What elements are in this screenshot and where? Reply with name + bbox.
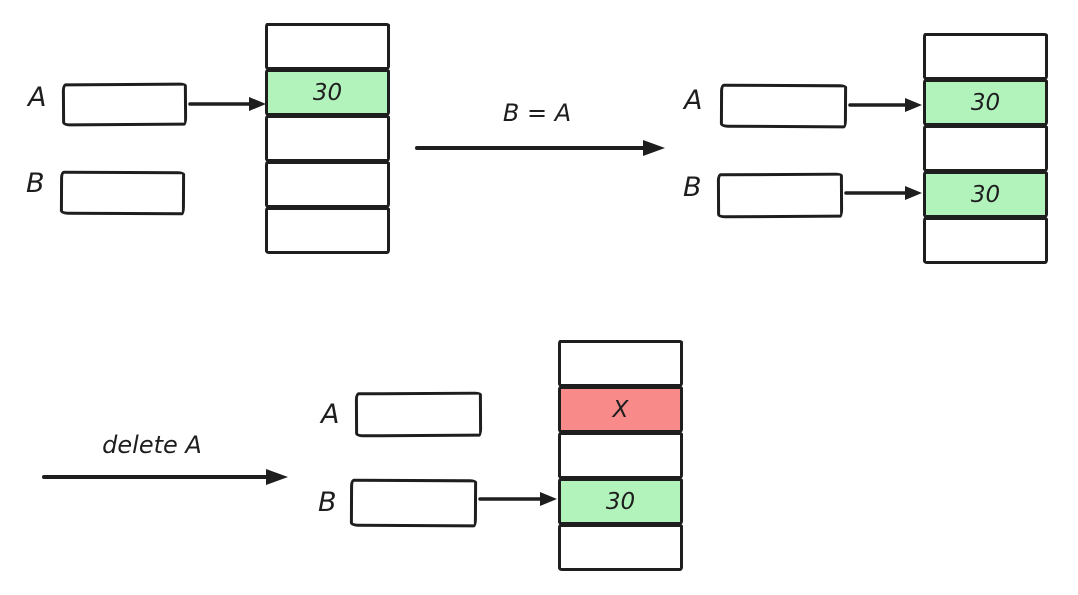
memory-cell [265, 23, 390, 70]
var-label-b: B [683, 172, 702, 203]
memory-cell-value: 30 [312, 79, 343, 106]
memory-stack: 30 [265, 23, 390, 254]
var-box-b [59, 170, 186, 216]
memory-cell [923, 33, 1048, 80]
transition-label-b-equals-a: B = A [502, 99, 572, 127]
pointer-arrow-a [848, 98, 922, 112]
transition-arrow-b-equals-a [415, 140, 665, 156]
memory-cell [558, 340, 683, 387]
memory-cell-value: 30 [970, 181, 1001, 208]
var-label-a: A [684, 85, 703, 116]
memory-cell: 30 [923, 79, 1048, 126]
memory-cell-value: 30 [970, 89, 1001, 116]
memory-stack: 30 30 [923, 33, 1048, 264]
var-box-b [349, 478, 478, 528]
memory-cell: X [558, 386, 683, 433]
memory-cell-value: X [612, 396, 629, 423]
memory-cell [923, 217, 1048, 264]
memory-cell [265, 115, 390, 162]
var-label-b: B [26, 168, 45, 199]
memory-stack: X 30 [558, 340, 683, 571]
memory-cell: 30 [558, 478, 683, 525]
var-box-b [716, 172, 844, 219]
memory-cell [923, 125, 1048, 172]
var-label-a: A [28, 82, 47, 113]
memory-cell [558, 432, 683, 479]
var-box-a [354, 391, 483, 438]
transition-arrow-delete-a [42, 469, 288, 485]
var-box-a [61, 82, 188, 127]
pointer-arrow-b [844, 186, 922, 200]
transition-label-delete-a: delete A [102, 431, 202, 459]
memory-cell-value: 30 [605, 488, 636, 515]
var-label-a: A [321, 399, 340, 430]
memory-cell [558, 524, 683, 571]
var-label-b: B [318, 487, 337, 518]
pointer-arrow-a [188, 97, 266, 111]
var-box-a [719, 83, 848, 129]
memory-cell [265, 207, 390, 254]
memory-cell: 30 [923, 171, 1048, 218]
memory-cell [265, 161, 390, 208]
pointer-arrow-b [478, 492, 557, 506]
memory-cell: 30 [265, 69, 390, 116]
